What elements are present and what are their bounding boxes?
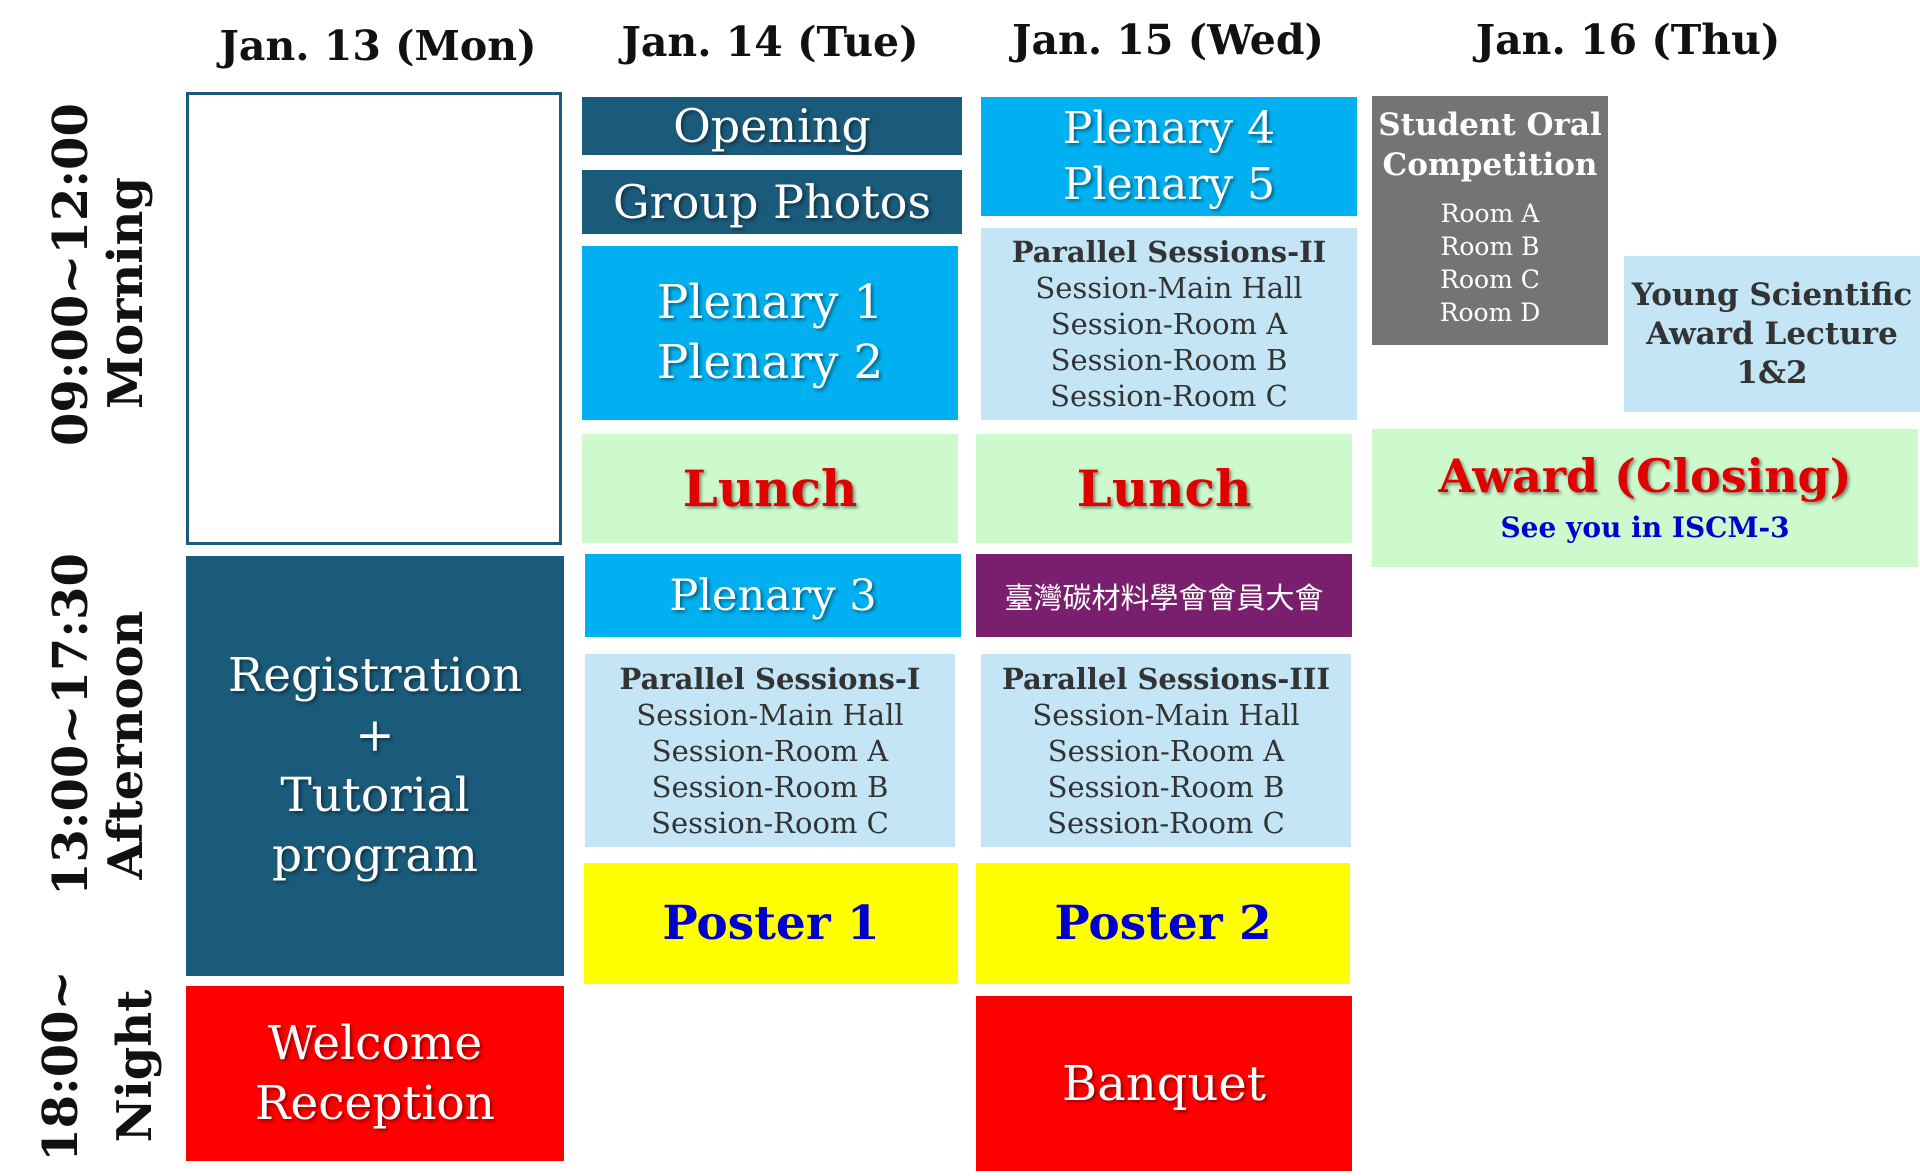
header-jan15: Jan. 15 (Wed) [1012, 16, 1324, 64]
afternoon-time-label: 13:00~17:30 [43, 553, 99, 896]
group-photos-block: Group Photos [582, 170, 962, 234]
parallel-2-room-c: Session-Room C [1050, 379, 1288, 413]
banquet-block: Banquet [976, 996, 1352, 1171]
registration-line-4: program [272, 828, 478, 883]
parallel-2-main-hall: Session-Main Hall [1035, 271, 1303, 305]
young-award-line-3: 1&2 [1736, 354, 1808, 391]
parallel-3-room-c: Session-Room C [1047, 805, 1285, 840]
member-assembly-block: 臺灣碳材料學會會員大會 [976, 554, 1352, 637]
parallel-3-room-a: Session-Room A [1047, 733, 1285, 768]
parallel-3-title: Parallel Sessions-III [1001, 661, 1331, 696]
registration-tutorial-block: Registration + Tutorial program [186, 556, 564, 976]
poster-2-block: Poster 2 [976, 863, 1350, 984]
plenary-1-2-block: Plenary 1 Plenary 2 [582, 246, 958, 420]
student-oral-room-a: Room A [1440, 198, 1540, 228]
parallel-sessions-3-block: Parallel Sessions-III Session-Main Hall … [981, 654, 1351, 847]
young-award-line-1: Young Scientific [1631, 276, 1913, 313]
opening-block: Opening [582, 97, 962, 155]
parallel-2-room-a: Session-Room A [1050, 307, 1288, 341]
tue-lunch-block: Lunch [582, 434, 958, 543]
morning-time-label: 09:00~12:00 [43, 103, 99, 446]
parallel-1-room-c: Session-Room C [651, 805, 889, 840]
student-oral-room-c: Room C [1440, 264, 1540, 294]
award-closing-label: Award (Closing) [1438, 449, 1852, 503]
registration-line-1: Registration [227, 648, 523, 703]
banquet-label: Banquet [1061, 1055, 1267, 1112]
header-jan13: Jan. 13 (Mon) [219, 22, 537, 70]
student-oral-line-2: Competition [1382, 146, 1598, 183]
welcome-line-1: Welcome [267, 1015, 483, 1071]
morning-name-label: Morning [98, 176, 154, 410]
group-photos-label: Group Photos [612, 175, 932, 229]
poster-1-label: Poster 1 [662, 896, 880, 951]
student-oral-room-d: Room D [1439, 297, 1541, 327]
parallel-1-room-a: Session-Room A [651, 733, 889, 768]
parallel-2-title: Parallel Sessions-II [1011, 235, 1327, 269]
student-oral-line-1: Student Oral [1378, 106, 1602, 143]
young-scientific-award-block: Young Scientific Award Lecture 1&2 [1624, 256, 1920, 412]
night-time-label: 18:00~ [33, 970, 89, 1162]
student-oral-competition-block: Student Oral Competition Room A Room B R… [1372, 96, 1608, 345]
night-name-label: Night [107, 989, 163, 1143]
plenary-4-label: Plenary 4 [1062, 102, 1276, 154]
see-you-label: See you in ISCM-3 [1500, 511, 1790, 544]
plenary-3-block: Plenary 3 [585, 554, 961, 637]
header-jan16: Jan. 16 (Thu) [1475, 16, 1781, 64]
parallel-3-room-b: Session-Room B [1047, 769, 1285, 804]
registration-line-2: + [355, 708, 395, 763]
poster-1-block: Poster 1 [584, 863, 958, 984]
welcome-reception-block: Welcome Reception [186, 986, 564, 1161]
wed-lunch-label: Lunch [1076, 459, 1252, 518]
wed-lunch-block: Lunch [976, 434, 1352, 543]
plenary-5-label: Plenary 5 [1062, 158, 1276, 210]
tue-lunch-label: Lunch [682, 459, 858, 518]
header-jan14: Jan. 14 (Tue) [621, 18, 919, 66]
opening-label: Opening [673, 99, 871, 153]
plenary-4-5-block: Plenary 4 Plenary 5 [981, 97, 1357, 216]
afternoon-name-label: Afternoon [98, 610, 154, 880]
plenary-1-label: Plenary 1 [656, 275, 884, 330]
parallel-1-room-b: Session-Room B [651, 769, 889, 804]
parallel-2-room-b: Session-Room B [1050, 343, 1288, 377]
award-closing-block: Award (Closing) See you in ISCM-3 [1372, 429, 1918, 567]
registration-line-3: Tutorial [280, 768, 470, 823]
parallel-1-title: Parallel Sessions-I [619, 661, 921, 696]
parallel-3-main-hall: Session-Main Hall [1032, 697, 1300, 732]
plenary-3-label: Plenary 3 [669, 570, 877, 621]
student-oral-room-b: Room B [1440, 231, 1540, 261]
parallel-sessions-1-block: Parallel Sessions-I Session-Main Hall Se… [585, 654, 955, 847]
parallel-1-main-hall: Session-Main Hall [636, 697, 904, 732]
member-assembly-label: 臺灣碳材料學會會員大會 [1004, 580, 1324, 615]
parallel-sessions-2-block: Parallel Sessions-II Session-Main Hall S… [981, 228, 1357, 420]
welcome-line-2: Reception [255, 1075, 495, 1131]
plenary-2-label: Plenary 2 [656, 335, 884, 390]
mon-morning-empty-box [186, 92, 562, 545]
young-award-line-2: Award Lecture [1646, 315, 1898, 352]
poster-2-label: Poster 2 [1054, 896, 1272, 951]
